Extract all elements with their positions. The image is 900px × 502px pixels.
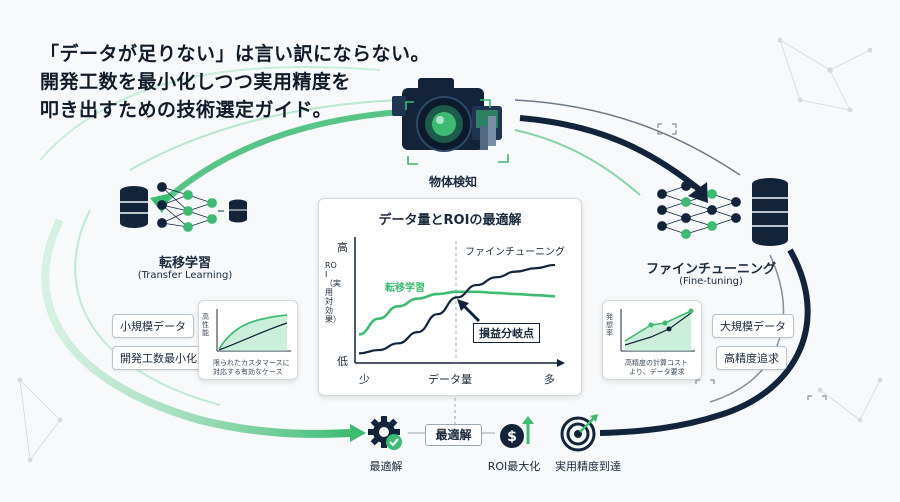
neural-network-icon bbox=[657, 181, 741, 239]
transfer-learning-diagram bbox=[120, 182, 247, 232]
roi-chart-title: データ量とROIの最適解 bbox=[378, 213, 522, 228]
top-node-label: 物体検知 bbox=[428, 175, 477, 189]
bottom-item-roi: ROI最大化 bbox=[487, 460, 541, 473]
headline-line3: 叩き出すための技術選定ガイド。 bbox=[40, 99, 333, 121]
roi-y-high: 高 bbox=[337, 241, 348, 254]
roi-series-line-0 bbox=[358, 290, 556, 336]
left-node-title: 転移学習 bbox=[158, 256, 211, 271]
large-database-icon bbox=[752, 178, 788, 246]
database-icon bbox=[120, 186, 148, 228]
roi-series-label-transfer: 転移学習 bbox=[385, 283, 425, 294]
roi-x-low: 少 bbox=[359, 373, 370, 386]
small-database-icon bbox=[229, 199, 247, 223]
bottom-center-badge: 最適解 bbox=[425, 424, 482, 446]
roi-y-low: 低 bbox=[337, 355, 348, 368]
network-decoration-right bbox=[777, 37, 883, 423]
roi-series-label-finetune: ファインチューニング bbox=[465, 247, 565, 258]
left-mini-chart: 高性能 限られたカスタマースに 対応する有効なケース bbox=[198, 300, 298, 380]
target-icon bbox=[560, 414, 598, 452]
svg-text:$: $ bbox=[507, 429, 517, 445]
flow-arrow-top-left bbox=[157, 109, 401, 208]
left-pill-small-data: 小規模データ bbox=[112, 314, 194, 338]
roi-chart-card: データ量とROIの最適解 高 低 ROI（実用対効果） 少 多 データ量 ファイ… bbox=[318, 198, 582, 396]
right-mini-caption-2: より、データ要求 bbox=[629, 368, 685, 376]
gear-check-icon bbox=[368, 416, 402, 450]
fine-tuning-diagram bbox=[657, 178, 788, 246]
bottom-item-accuracy: 実用精度到達 bbox=[555, 460, 621, 473]
right-node-subtitle: (Fine-tuning) bbox=[679, 276, 743, 287]
flow-arrow-left-bottom bbox=[41, 218, 351, 438]
right-mini-caption-1: 高精度の計算コスト bbox=[625, 359, 688, 367]
camera-icon bbox=[392, 78, 509, 165]
headline-line2: 開発工数を最小化しつつ実用精度を bbox=[40, 71, 351, 93]
right-node-title: ファインチューニング bbox=[645, 262, 776, 277]
roi-x-high: 多 bbox=[544, 373, 555, 386]
roi-y-label: ROI（実用対効果） bbox=[325, 261, 341, 324]
left-mini-caption-1: 限られたカスタマースに bbox=[213, 359, 290, 367]
right-mini-chart: 発想率 高精度の計算コスト より、データ要求 bbox=[602, 300, 702, 380]
flow-arrow-top-right bbox=[519, 115, 702, 193]
roi-breakeven-annotation: 損益分岐点 bbox=[473, 323, 540, 343]
right-mini-ylabel: 発想率 bbox=[606, 313, 613, 337]
roi-x-label: データ量 bbox=[428, 373, 472, 386]
flow-arrow-right-bottom bbox=[599, 248, 811, 436]
neural-network-icon bbox=[157, 182, 217, 232]
network-decoration-left bbox=[17, 377, 63, 463]
dollar-arrow-icon: $ bbox=[500, 416, 534, 448]
left-node-subtitle: (Transfer Learning) bbox=[137, 270, 233, 281]
left-pill-min-effort: 開発工数最小化 bbox=[112, 346, 205, 370]
right-pill-high-accuracy: 高精度追求 bbox=[716, 346, 787, 370]
roi-series-line-1 bbox=[358, 263, 556, 355]
bottom-item-optimal: 最適解 bbox=[369, 460, 403, 473]
left-mini-caption-2: 対応する有効なケース bbox=[213, 368, 283, 376]
headline: 「データが足りない」は言い訳にならない。 開発工数を最小化しつつ実用精度を 叩き… bbox=[40, 40, 430, 124]
right-pill-large-data: 大規模データ bbox=[712, 314, 794, 338]
headline-line1: 「データが足りない」は言い訳にならない。 bbox=[40, 43, 431, 65]
left-mini-ylabel: 高性能 bbox=[202, 313, 209, 337]
roi-chart-plot bbox=[354, 237, 565, 367]
